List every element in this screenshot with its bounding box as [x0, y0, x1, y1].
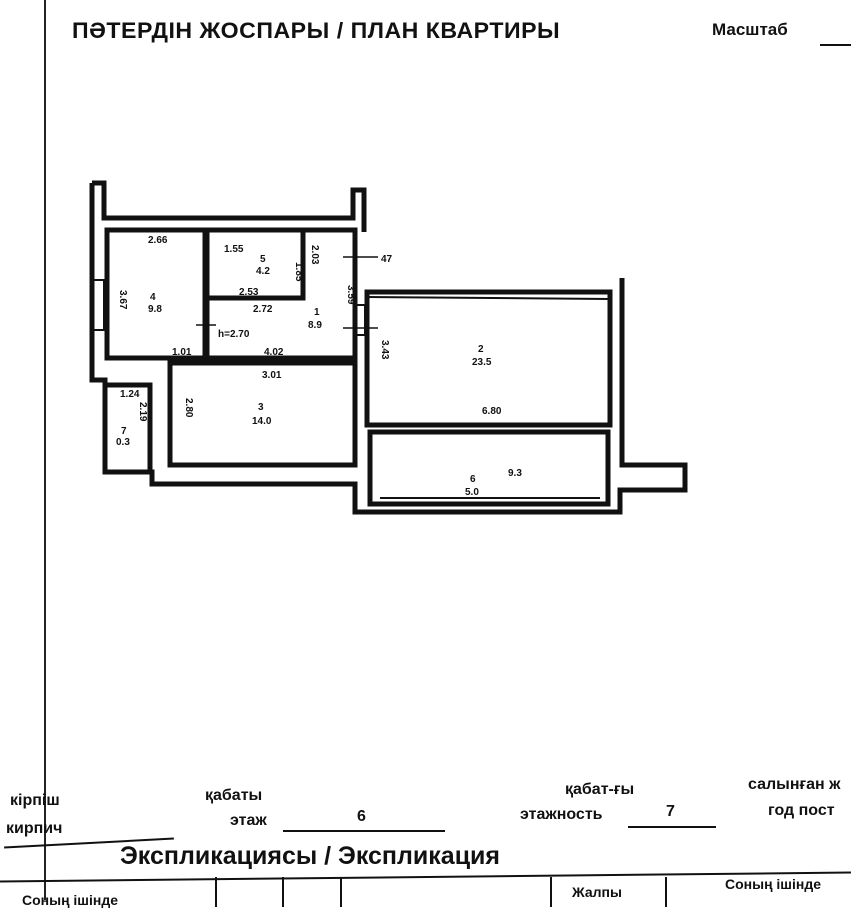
dimension: 3.67: [117, 290, 128, 310]
room-number: 4: [150, 292, 156, 303]
page-title: ПӘТЕРДІН ЖОСПАРЫ / ПЛАН КВАРТИРЫ: [72, 18, 561, 43]
room-number: 1: [314, 307, 320, 318]
room-7-outline: [107, 382, 153, 470]
dimension: 3.43: [379, 340, 390, 360]
room-1-outline: [204, 227, 358, 361]
floor-label-ru: этаж: [230, 812, 267, 829]
wall-material-label-ru: кирпич: [6, 820, 63, 837]
room-number: 2: [478, 344, 484, 355]
dimension: 2.80: [183, 398, 194, 418]
room-3-outline: [167, 360, 358, 468]
dimension: 2.53: [239, 287, 259, 298]
room-area: 9.8: [148, 304, 162, 315]
floor-label-kz: қабаты: [205, 787, 263, 804]
outer-wall: [89, 183, 688, 515]
dimension: 4.02: [264, 347, 284, 358]
floor-value: 6: [357, 808, 366, 825]
table-divider: [665, 877, 667, 907]
room-number: 5: [260, 254, 266, 265]
floor-plan: 4 9.8 5 4.2 1 8.9 3 14.0 7 0.3 2 23.5 6 …: [89, 180, 688, 515]
room-area: 14.0: [252, 416, 272, 427]
dimension: 3.01: [262, 370, 282, 381]
room-number: 7: [121, 426, 127, 437]
top-wall: [92, 180, 367, 232]
room-area: 5.0: [465, 487, 479, 498]
scale-label: Масштаб: [712, 20, 788, 39]
table-divider: [282, 877, 284, 907]
built-label-kz: салынған ж: [748, 776, 841, 793]
room-number: 6: [470, 474, 476, 485]
room-6-outline: [367, 429, 611, 507]
built-label-ru: год пост: [768, 802, 835, 819]
floors-label-kz: қабат-ғы: [565, 781, 635, 798]
dimension-ticks: [196, 256, 378, 329]
room-area: 0.3: [116, 437, 130, 448]
table-divider: [340, 877, 342, 907]
walls: [89, 180, 688, 515]
room-2-outline: [364, 289, 613, 428]
floors-line: [628, 826, 716, 828]
table-header: Соның ішінде: [725, 876, 821, 892]
floors-value: 7: [666, 803, 675, 820]
table-divider: [215, 877, 217, 907]
dimension: 1.01: [172, 347, 192, 358]
dimension: 2.19: [137, 402, 148, 422]
table-divider: [550, 877, 552, 907]
dimension: 1.85: [293, 262, 304, 282]
dimension: 1.24: [120, 389, 140, 400]
table-header: Жалпы: [572, 884, 622, 900]
room-area: 23.5: [472, 357, 492, 368]
room-number: 3: [258, 402, 264, 413]
dimension: 47: [381, 254, 393, 265]
dimension: 3.59: [345, 285, 356, 305]
scale-field-line: [820, 44, 851, 46]
floor-line: [283, 830, 445, 832]
dimension: 6.80: [482, 406, 502, 417]
dimension: 2.66: [148, 235, 168, 246]
wall-material-label-kz: кірпіш: [10, 792, 60, 809]
dimension: 1.55: [224, 244, 244, 255]
floors-label-ru: этажность: [520, 806, 603, 823]
windows: [91, 279, 611, 499]
table-header: Соның ішінде: [22, 892, 118, 908]
dimension: 2.72: [253, 304, 273, 315]
dimension: 2.03: [309, 245, 320, 265]
ceiling-height: h=2.70: [218, 329, 250, 340]
room-area: 8.9: [308, 320, 322, 331]
room-5-outline: [204, 227, 306, 301]
explication-title: Экспликациясы / Экспликация: [120, 842, 501, 870]
left-margin-line: [44, 0, 46, 900]
room-area: 4.2: [256, 266, 270, 277]
balcony-mark: 9.3: [508, 468, 522, 479]
table-top-line: [0, 871, 851, 883]
